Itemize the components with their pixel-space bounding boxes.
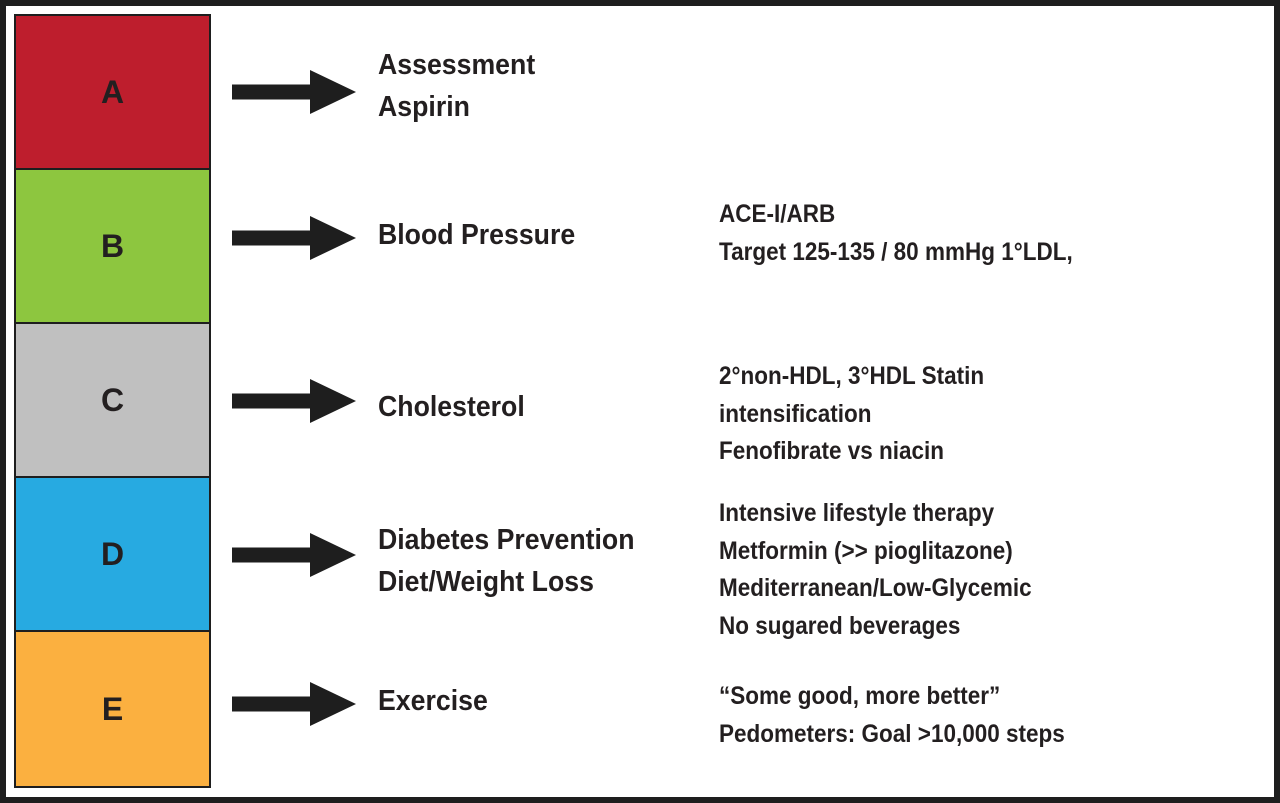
label-e: Exercise (378, 680, 488, 722)
label-b-line-1: Blood Pressure (378, 219, 576, 251)
detail-b: ACE-I/ARB Target 125-135 / 80 mmHg 1°LDL… (719, 196, 1073, 271)
label-a: Assessment Aspirin (378, 44, 535, 128)
detail-e: “Some good, more better” Pedometers: Goa… (719, 678, 1065, 753)
letter-c: C (100, 381, 125, 418)
letter-d: D (100, 535, 125, 572)
detail-d-line-2: Metformin (>> pioglitazone) (719, 536, 1013, 565)
arrow-c-icon (232, 379, 356, 423)
box-e: E (14, 630, 211, 788)
letter-b: B (100, 227, 125, 264)
letter-a: A (100, 73, 125, 110)
label-e-line-1: Exercise (378, 685, 488, 717)
detail-b-line-1: ACE-I/ARB (719, 200, 836, 228)
label-c-line-1: Cholesterol (378, 391, 525, 423)
arrow-b-icon (232, 216, 356, 260)
detail-e-line-2: Pedometers: Goal >10,000 steps (719, 719, 1065, 748)
arrow-e-icon (232, 682, 356, 726)
label-d-line-2: Diet/Weight Loss (378, 566, 594, 598)
label-a-line-1: Assessment (378, 49, 536, 81)
detail-c: 2°non-HDL, 3°HDL Statin intensification … (719, 358, 984, 471)
letter-e: E (101, 690, 124, 727)
detail-b-line-2: Target 125-135 / 80 mmHg 1°LDL, (719, 237, 1073, 266)
box-b: B (14, 168, 211, 324)
label-b: Blood Pressure (378, 214, 575, 256)
box-d: D (14, 476, 211, 632)
detail-d-line-4: No sugared beverages (719, 611, 961, 640)
label-c: Cholesterol (378, 386, 525, 428)
detail-e-line-1: “Some good, more better” (719, 682, 1001, 710)
detail-c-line-2: intensification (719, 399, 872, 428)
detail-d-line-3: Mediterranean/Low-Glycemic (719, 574, 1032, 602)
box-c: C (14, 322, 211, 478)
arrow-d-icon (232, 533, 356, 577)
label-d-line-1: Diabetes Prevention (378, 524, 635, 556)
label-d: Diabetes Prevention Diet/Weight Loss (378, 519, 635, 603)
detail-d-line-1: Intensive lifestyle therapy (719, 499, 995, 527)
arrow-a-icon (232, 70, 356, 114)
detail-c-line-3: Fenofibrate vs niacin (719, 437, 945, 465)
label-a-line-2: Aspirin (378, 91, 470, 123)
detail-d: Intensive lifestyle therapy Metformin (>… (719, 495, 1032, 645)
box-a: A (14, 14, 211, 170)
detail-c-line-1: 2°non-HDL, 3°HDL Statin (719, 362, 985, 390)
